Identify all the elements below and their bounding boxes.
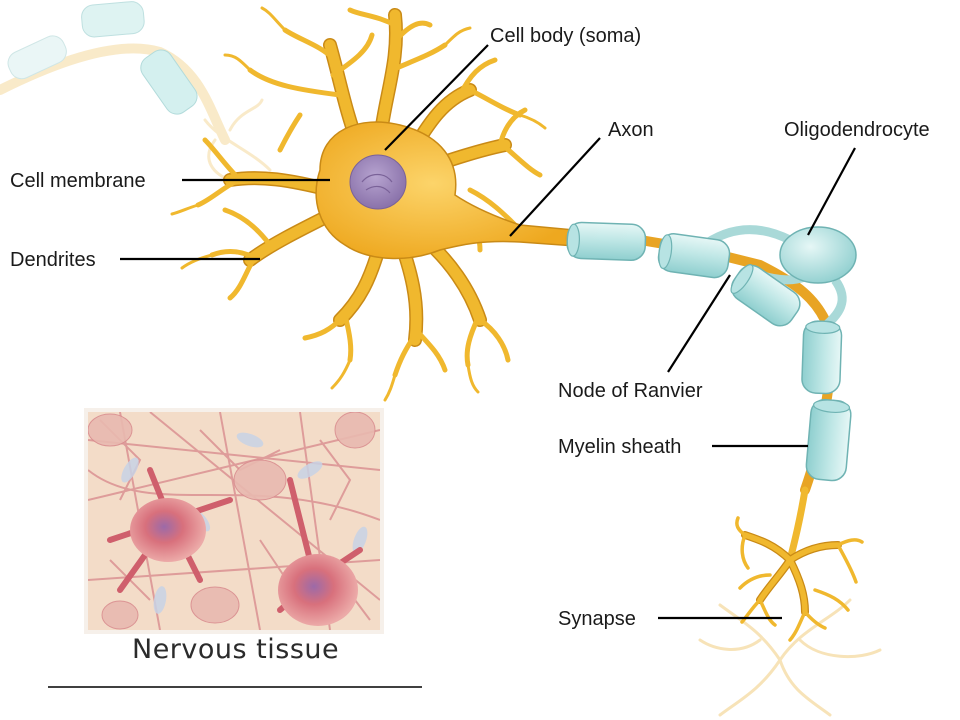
- label-axon: Axon: [608, 119, 654, 141]
- leader-lines: [120, 44, 856, 620]
- axon-terminals: [735, 516, 864, 642]
- label-node-of-ranvier: Node of Ranvier: [558, 380, 703, 402]
- label-cell-membrane: Cell membrane: [10, 170, 146, 192]
- label-cell-body: Cell body (soma): [490, 25, 641, 47]
- nucleus: [349, 154, 407, 210]
- myelin-segment: [801, 320, 843, 395]
- label-oligodendrocyte: Oligodendrocyte: [784, 119, 930, 141]
- label-myelin-sheath: Myelin sheath: [558, 436, 681, 458]
- myelin-segment: [566, 221, 647, 261]
- myelin-segment: [805, 398, 852, 482]
- myelin-sheaths: [566, 221, 852, 482]
- myelin-segment: [730, 264, 801, 327]
- neighbor-axon: [0, 1, 272, 182]
- label-synapse: Synapse: [558, 608, 636, 630]
- cell-body: [315, 121, 576, 260]
- nervous-tissue-inset: Nervous tissue: [48, 408, 422, 688]
- labels: Cell body (soma) Axon Oligodendrocyte Ce…: [10, 25, 930, 630]
- myelin-segment: [657, 233, 731, 279]
- label-dendrites: Dendrites: [10, 249, 96, 271]
- target-dendrites: [698, 598, 882, 717]
- inset-caption: Nervous tissue: [132, 634, 339, 665]
